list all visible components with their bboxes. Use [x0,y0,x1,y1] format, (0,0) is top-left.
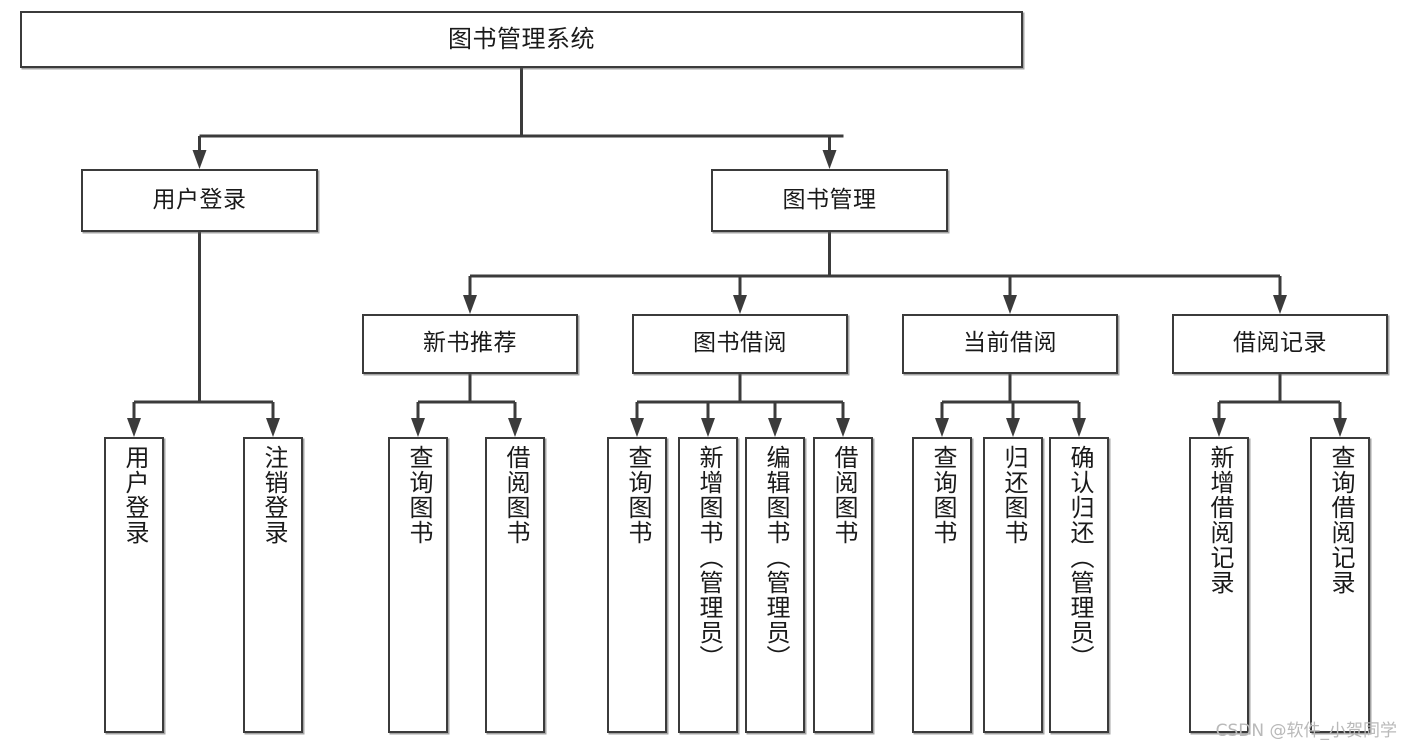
leaf-query-record-label: 查询借阅记录 [1326,445,1355,595]
leaf-add-record[interactable]: 新增借阅记录 [1189,437,1249,733]
node-current-borrow[interactable]: 当前借阅 [902,314,1118,374]
leaf-query-book-1[interactable]: 查询图书 [388,437,448,733]
leaf-return-book-label: 归还图书 [999,445,1028,545]
leaf-query-book-1-label: 查询图书 [404,445,433,545]
leaf-user-login[interactable]: 用户登录 [104,437,164,733]
leaf-user-login-label: 用户登录 [120,445,149,545]
node-new-book-rec-label: 新书推荐 [423,330,517,357]
leaf-logout[interactable]: 注销登录 [243,437,303,733]
node-book-manage[interactable]: 图书管理 [711,169,948,232]
node-user-login-label: 用户登录 [152,186,247,213]
leaf-confirm-return-label: 确认归还（管理员） [1065,445,1094,670]
leaf-query-book-3-label: 查询图书 [928,445,957,545]
leaf-query-record[interactable]: 查询借阅记录 [1310,437,1370,733]
leaf-add-book-label: 新增图书（管理员） [694,445,723,670]
leaf-edit-book-label: 编辑图书（管理员） [761,445,790,670]
leaf-borrow-book-1[interactable]: 借阅图书 [485,437,545,733]
leaf-add-book[interactable]: 新增图书（管理员） [678,437,738,733]
node-new-book-rec[interactable]: 新书推荐 [362,314,578,374]
leaf-borrow-book-1-label: 借阅图书 [501,445,530,545]
leaf-add-record-label: 新增借阅记录 [1205,445,1234,595]
leaf-edit-book[interactable]: 编辑图书（管理员） [745,437,805,733]
leaf-query-book-2-label: 查询图书 [623,445,652,545]
leaf-query-book-3[interactable]: 查询图书 [912,437,972,733]
node-root-system[interactable]: 图书管理系统 [20,11,1023,68]
node-root-label: 图书管理系统 [448,25,595,54]
node-user-login[interactable]: 用户登录 [81,169,318,232]
leaf-return-book[interactable]: 归还图书 [983,437,1043,733]
leaf-query-book-2[interactable]: 查询图书 [607,437,667,733]
leaf-borrow-book-2[interactable]: 借阅图书 [813,437,873,733]
leaf-logout-label: 注销登录 [259,445,288,545]
leaf-borrow-book-2-label: 借阅图书 [829,445,858,545]
node-book-borrow[interactable]: 图书借阅 [632,314,848,374]
node-current-borrow-label: 当前借阅 [963,330,1057,357]
leaf-confirm-return[interactable]: 确认归还（管理员） [1049,437,1109,733]
node-book-manage-label: 图书管理 [782,186,877,213]
node-borrow-record[interactable]: 借阅记录 [1172,314,1388,374]
node-borrow-record-label: 借阅记录 [1233,330,1327,357]
csdn-watermark: CSDN @软件_小贺同学 [1215,721,1397,741]
node-book-borrow-label: 图书借阅 [693,330,787,357]
